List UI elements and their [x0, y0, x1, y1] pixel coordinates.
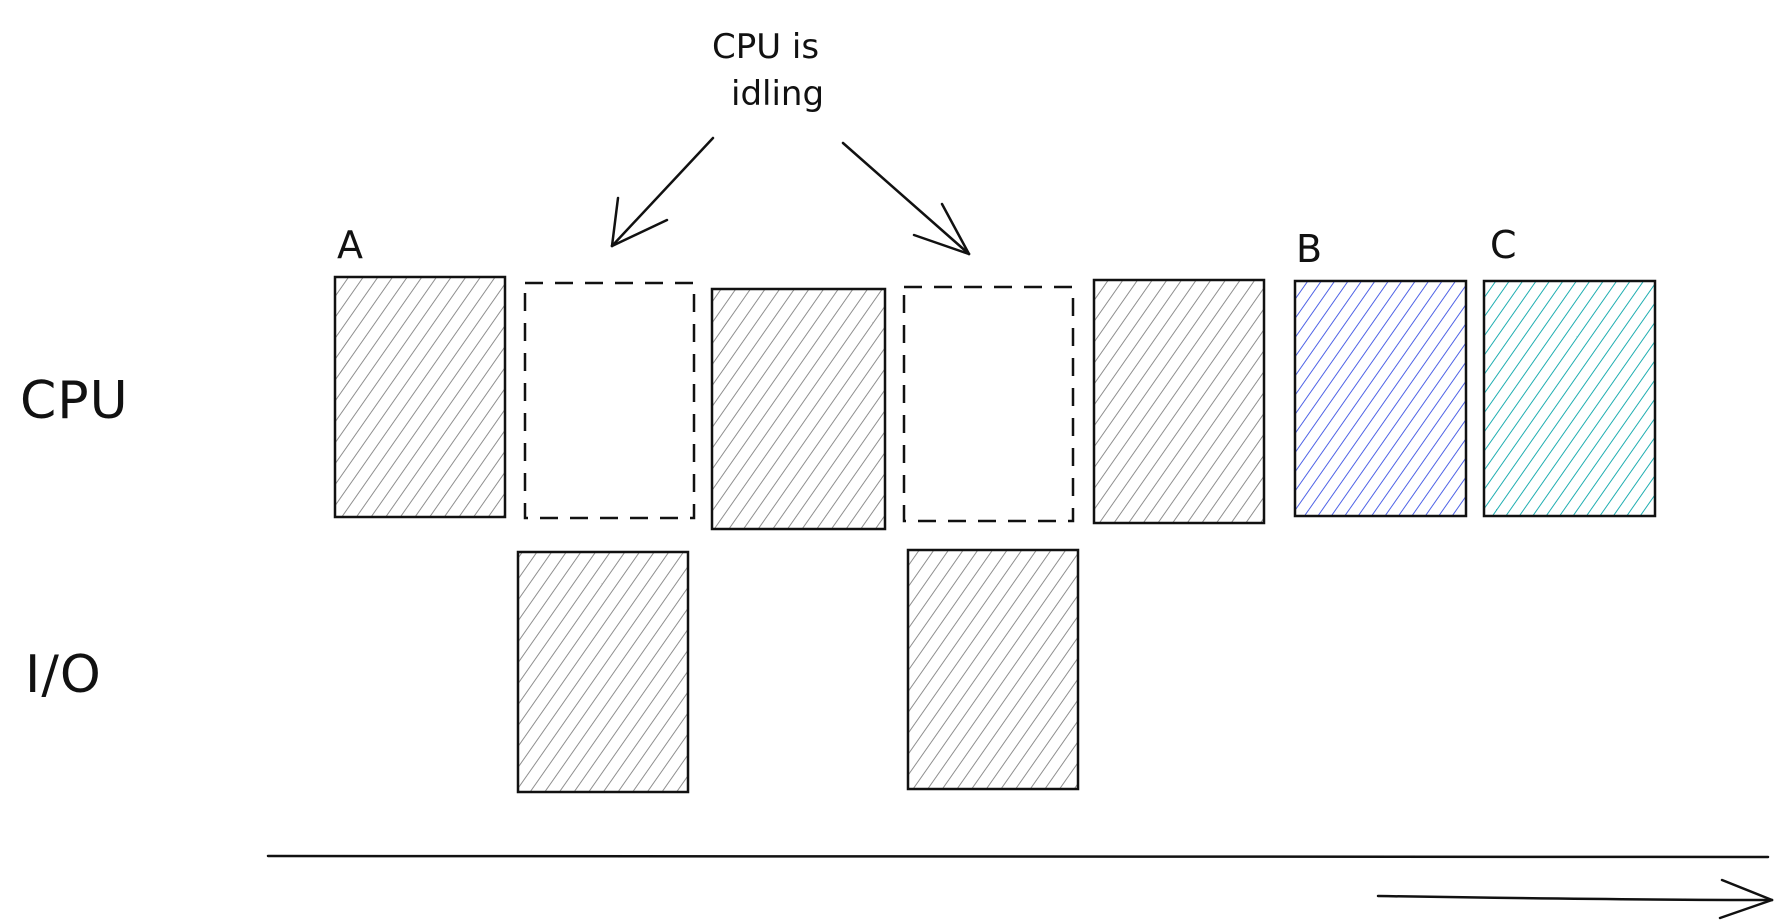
- cpu-block-3: [1092, 278, 1266, 525]
- cpu-block-b: [1293, 279, 1468, 518]
- io-block-2: [906, 548, 1080, 791]
- box-label-b: B: [1296, 227, 1322, 271]
- box-label-a: A: [337, 223, 363, 267]
- cpu-block-2: [710, 287, 887, 531]
- cpu-row-blocks: [333, 275, 1657, 531]
- callout-line-2: idling: [731, 74, 824, 114]
- arrow-down-icon: [841, 141, 971, 256]
- box-label-c: C: [1490, 223, 1517, 267]
- cpu-block-a: [333, 275, 507, 519]
- cpu-row-label: CPU: [20, 371, 129, 431]
- io-block-1: [516, 550, 690, 794]
- time-direction-arrow: [1376, 878, 1774, 920]
- callout-line-1: CPU is: [712, 27, 819, 67]
- arrow-down-icon: [610, 136, 715, 248]
- cpu-block-c: [1482, 279, 1657, 518]
- callout-arrow-right: [841, 141, 971, 256]
- arrow-right-icon: [1376, 894, 1774, 902]
- callout-arrow-left: [610, 136, 715, 248]
- cpu-idle-block-1: [523, 281, 696, 520]
- io-row-blocks: [516, 548, 1080, 794]
- timeline-axis: [266, 854, 1770, 859]
- io-row-label: I/O: [25, 645, 102, 705]
- cpu-idle-block-2: [902, 285, 1075, 523]
